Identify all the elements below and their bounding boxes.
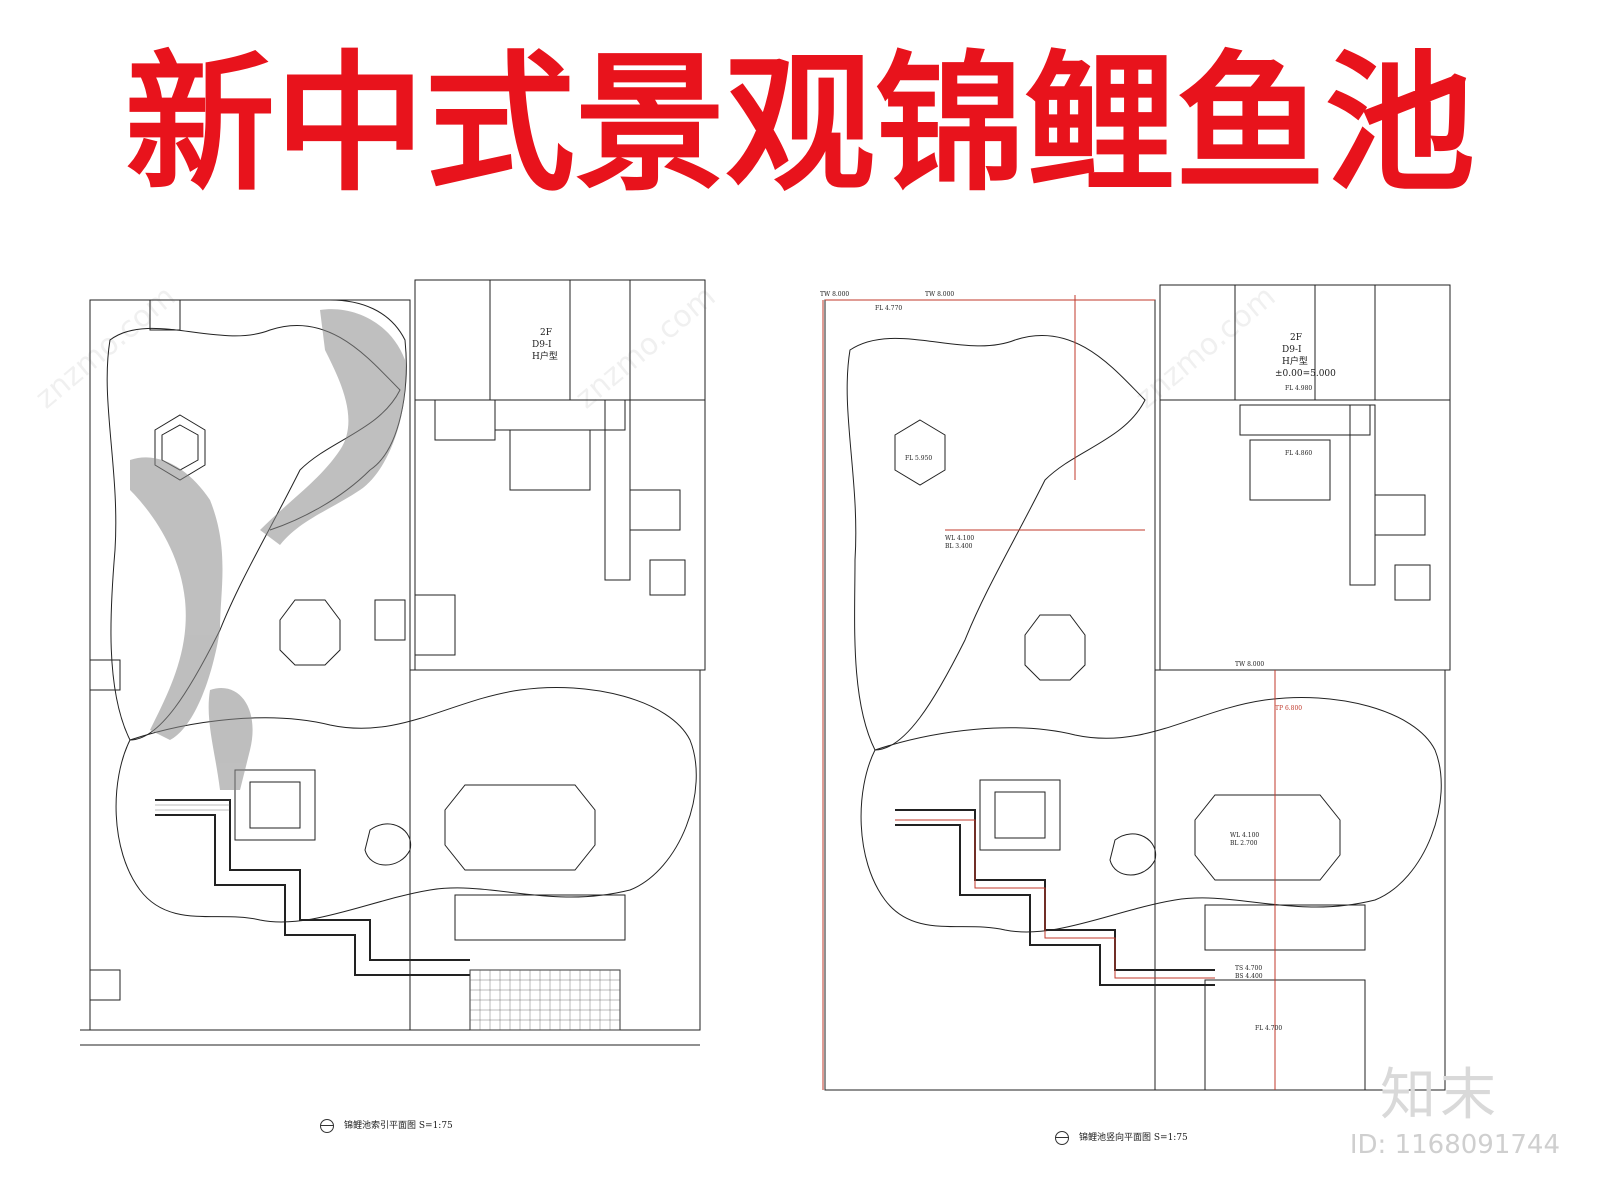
left-plan-caption: 锦鲤池索引平面图 S=1:75	[320, 1118, 453, 1133]
building-outline	[1159, 284, 1451, 671]
brand-logo: 知末	[1380, 1063, 1500, 1128]
elevation-label: FL 4.770	[875, 305, 902, 312]
elevation-label: FL 4.700	[1255, 1025, 1282, 1032]
unit-label: 2F	[540, 328, 552, 338]
square-pavilion	[234, 769, 316, 841]
site-boundary	[824, 299, 1156, 1091]
building-outline	[414, 279, 706, 671]
elevation-plan-drawing: 2F D9-I H户型 ±0.00=5.000 TW 8.000 TW 8.00…	[815, 280, 1465, 1110]
elevation-label: TS 4.700	[1235, 965, 1262, 972]
caption-symbol-icon	[1055, 1130, 1069, 1145]
elevation-label: TW 8.000	[925, 291, 954, 298]
stone-paving	[130, 309, 406, 790]
elevation-label: FL 4.860	[1285, 450, 1312, 457]
elevation-label: FL 5.950	[905, 455, 932, 462]
tile-grid	[155, 799, 621, 1031]
hexagon-pavilion	[894, 419, 946, 486]
unit-label: D9-I	[1282, 345, 1302, 355]
elevation-label: WL 4.100	[945, 535, 974, 542]
unit-label: 2F	[1290, 333, 1302, 343]
right-plan-caption: 锦鲤池竖向平面图 S=1:75	[1055, 1130, 1188, 1145]
elevation-label: BS 4.400	[1235, 973, 1263, 980]
unit-label: D9-I	[532, 340, 552, 350]
elevation-plan-svg: 2F D9-I H户型 ±0.00=5.000 TW 8.000 TW 8.00…	[820, 284, 1451, 1091]
octagon-pond	[1194, 794, 1341, 881]
brand-id: ID: 1168091744	[1349, 1130, 1560, 1160]
elevation-label: FL 4.980	[1285, 385, 1312, 392]
elevation-label: BL 3.400	[945, 543, 973, 550]
page-title: 新中式景观锦鲤鱼池	[124, 38, 1475, 212]
zigzag-bridge	[155, 799, 470, 961]
elevation-label: TW 8.000	[1235, 661, 1264, 668]
index-plan-drawing: 2F D9-I H户型	[70, 270, 720, 1110]
unit-label: ±0.00=5.000	[1275, 369, 1336, 379]
caption-symbol-icon	[320, 1118, 334, 1133]
octagon-platform	[279, 599, 341, 666]
elevation-label: TW 8.000	[820, 291, 849, 298]
unit-label: H户型	[532, 350, 558, 362]
elevation-label: TP 6.800	[1275, 705, 1302, 712]
octagon-platform	[1024, 614, 1086, 681]
elevation-label: WL 4.100	[1230, 832, 1259, 839]
unit-label: H户型	[1282, 355, 1308, 367]
elevation-markers	[822, 295, 1276, 1090]
octagon-pond	[444, 784, 596, 871]
square-pavilion	[979, 779, 1061, 851]
index-plan-svg: 2F D9-I H户型	[80, 279, 706, 1046]
elevation-label: BL 2.700	[1230, 840, 1258, 847]
